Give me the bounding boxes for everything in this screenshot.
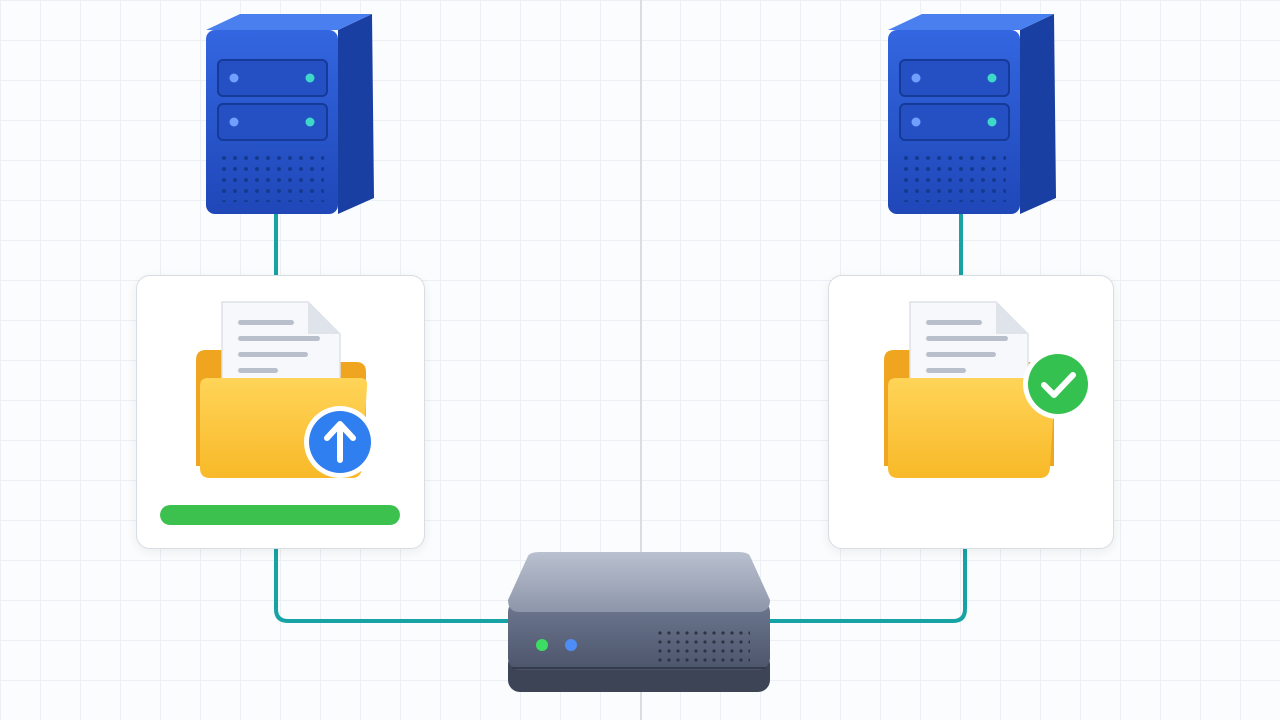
server-tower-icon [206, 14, 374, 214]
upload-progress-fill [160, 505, 400, 525]
folder-document-icon [884, 301, 1056, 478]
center-divider [640, 0, 642, 720]
checkmark-icon [1023, 349, 1093, 419]
upload-progress-bar [160, 505, 400, 525]
connector-card-right-to-router [768, 547, 967, 623]
connector-card-left-to-router [274, 547, 512, 623]
upload-arrow-icon [304, 406, 376, 478]
server-tower-icon [888, 14, 1056, 214]
network-hub-icon [508, 552, 770, 692]
